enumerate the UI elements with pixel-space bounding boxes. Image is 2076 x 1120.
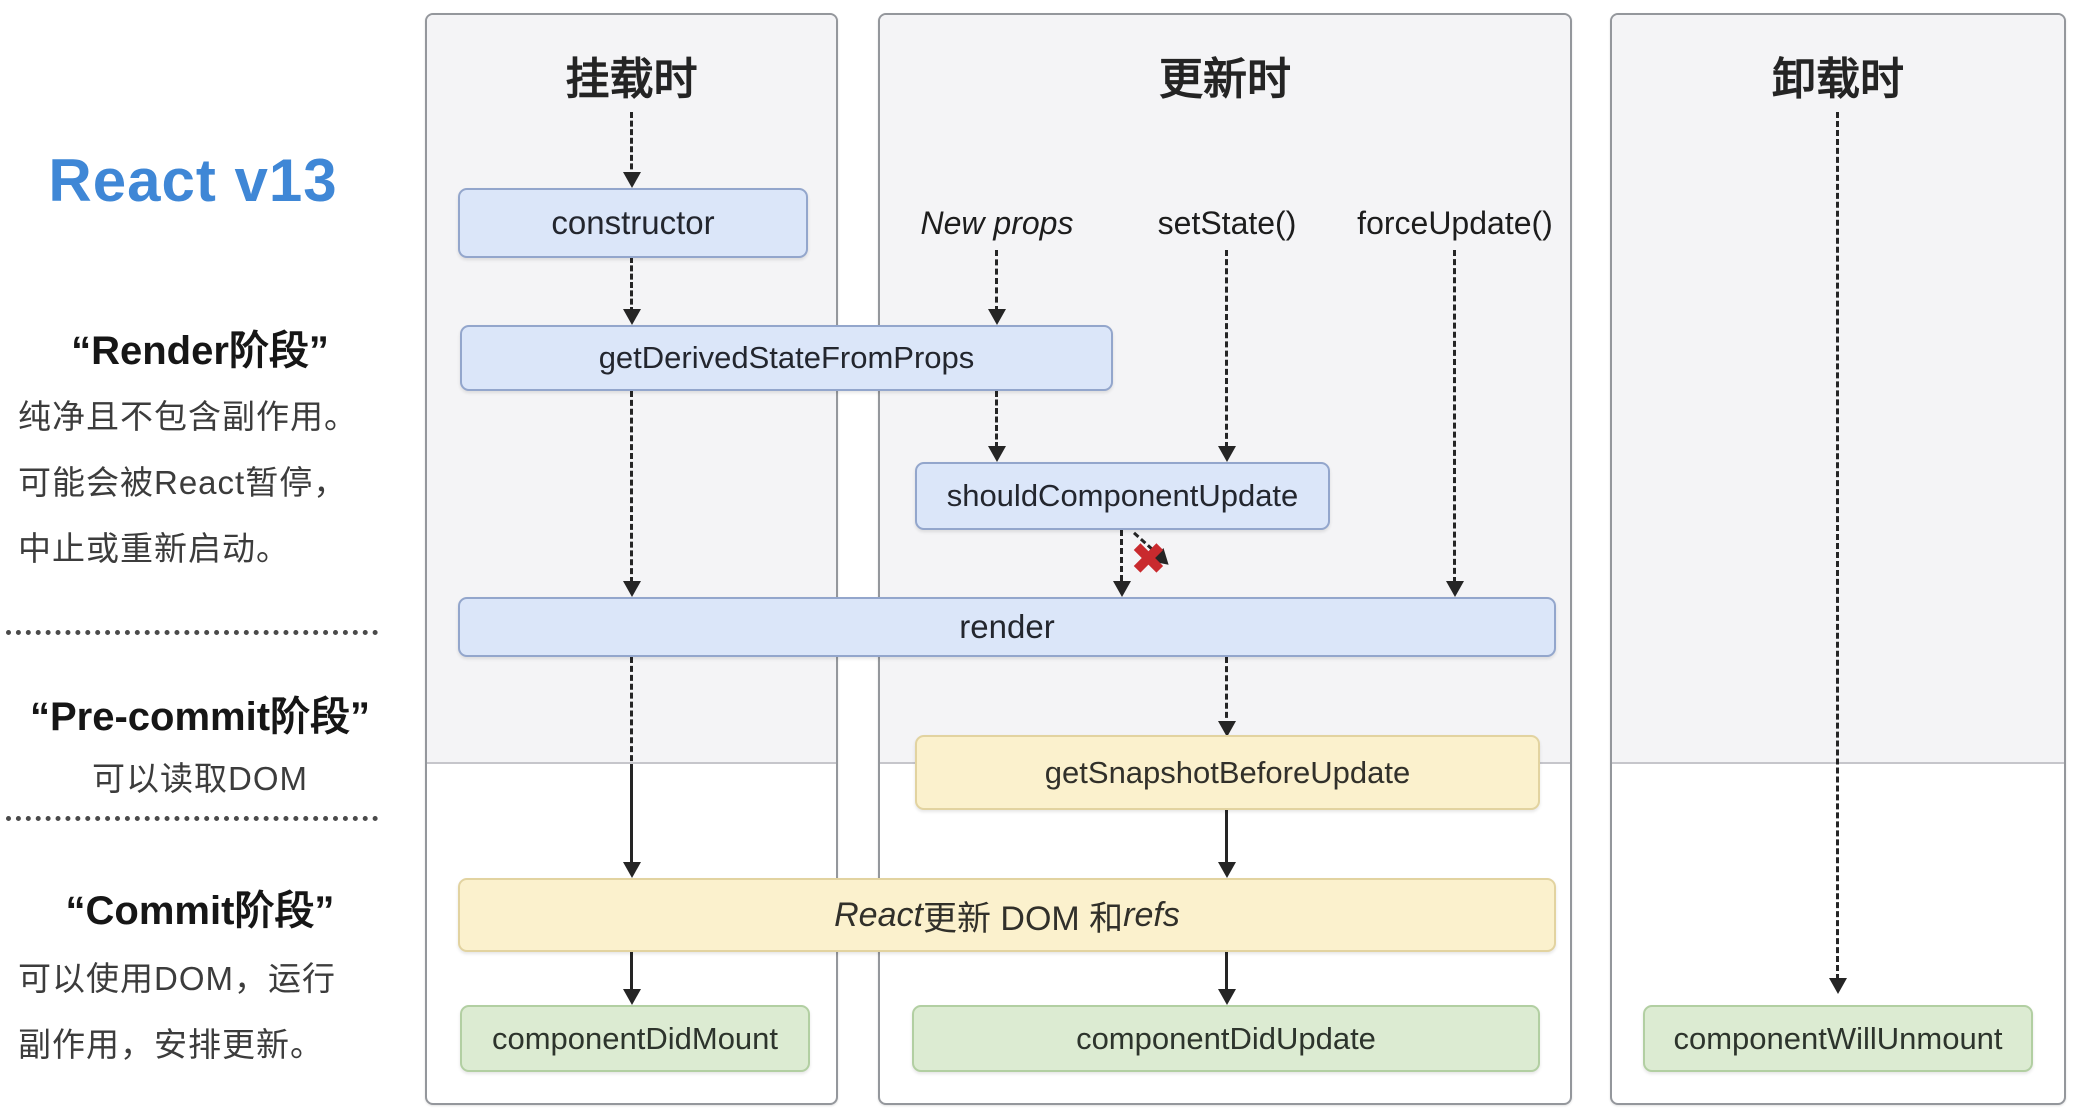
arrowhead-icon [988, 309, 1006, 325]
get-derived-state-from-props-node: getDerivedStateFromProps [460, 325, 1113, 391]
commit-phase-line: 可以使用DOM，运行 [18, 960, 336, 997]
react-word: React [834, 895, 923, 934]
dotted-divider [6, 816, 378, 821]
arrowhead-icon [623, 989, 641, 1005]
commit-phase-line: 副作用，安排更新。 [18, 1026, 324, 1063]
arrow-scu-to-render [1120, 530, 1123, 590]
force-update-label: forceUpdate() [1357, 205, 1553, 241]
render-phase-heading: “Render阶段” [71, 329, 329, 373]
arrowhead-icon [623, 172, 641, 188]
updates-dom-text: 更新 DOM 和 [922, 899, 1124, 938]
arrowhead-icon [1113, 581, 1131, 597]
arrowhead-icon [623, 581, 641, 597]
refs-word: refs [1123, 895, 1180, 934]
column-updating-title: 更新时 [1159, 55, 1291, 104]
arrow-snapshot-to-dom [1225, 810, 1228, 864]
component-did-update-node: componentDidUpdate [912, 1005, 1540, 1072]
arrow-render-to-dom-solid [630, 770, 633, 862]
arrow-dom-to-didupdate [1225, 952, 1228, 990]
component-will-unmount-node: componentWillUnmount [1643, 1005, 2033, 1072]
commit-phase-heading: “Commit阶段” [65, 889, 335, 933]
arrowhead-icon [1218, 989, 1236, 1005]
arrowhead-icon [1829, 978, 1847, 994]
arrowhead-icon [623, 309, 641, 325]
new-props-label: New props [920, 205, 1074, 241]
arrow-header-to-willunmount [1836, 112, 1839, 980]
arrow-forceupdate-to-render [1453, 250, 1456, 583]
arrow-header-to-constructor [630, 112, 633, 178]
arrowhead-icon [623, 862, 641, 878]
arrowhead-icon [988, 446, 1006, 462]
set-state-label: setState() [1157, 205, 1297, 241]
arrow-gdsfp-to-scu [995, 391, 998, 448]
arrow-render-to-dom-dashed [630, 657, 633, 770]
render-node: render [458, 597, 1556, 657]
column-unmounting-title: 卸载时 [1772, 55, 1904, 104]
get-snapshot-before-update-node: getSnapshotBeforeUpdate [915, 735, 1540, 810]
render-phase-line: 纯净且不包含副作用。 [18, 398, 358, 435]
dotted-divider [6, 630, 378, 635]
arrowhead-icon [1218, 446, 1236, 462]
arrowhead-icon [1446, 581, 1464, 597]
arrow-render-to-snapshot [1225, 657, 1228, 727]
arrow-constructor-to-gdsfp [630, 257, 633, 313]
arrow-gdsfp-to-render [630, 391, 633, 583]
arrowhead-icon [1218, 721, 1236, 737]
precommit-phase-heading: “Pre-commit阶段” [29, 695, 371, 739]
arrow-setstate-to-scu [1225, 250, 1228, 448]
precommit-phase-line: 可以读取DOM [92, 760, 308, 797]
render-phase-line: 可能会被React暂停， [18, 464, 348, 501]
render-phase-line: 中止或重新启动。 [18, 530, 290, 567]
constructor-node: constructor [458, 188, 808, 258]
arrow-dom-to-didmount [630, 952, 633, 990]
page-title: React v13 [48, 147, 338, 214]
component-did-mount-node: componentDidMount [460, 1005, 810, 1072]
arrow-newprops-to-gdsfp [995, 250, 998, 312]
cancel-x-icon: ✖ [1130, 535, 1167, 584]
arrowhead-icon [1218, 862, 1236, 878]
column-mounting-title: 挂载时 [565, 55, 698, 104]
should-component-update-node: shouldComponentUpdate [915, 462, 1330, 530]
